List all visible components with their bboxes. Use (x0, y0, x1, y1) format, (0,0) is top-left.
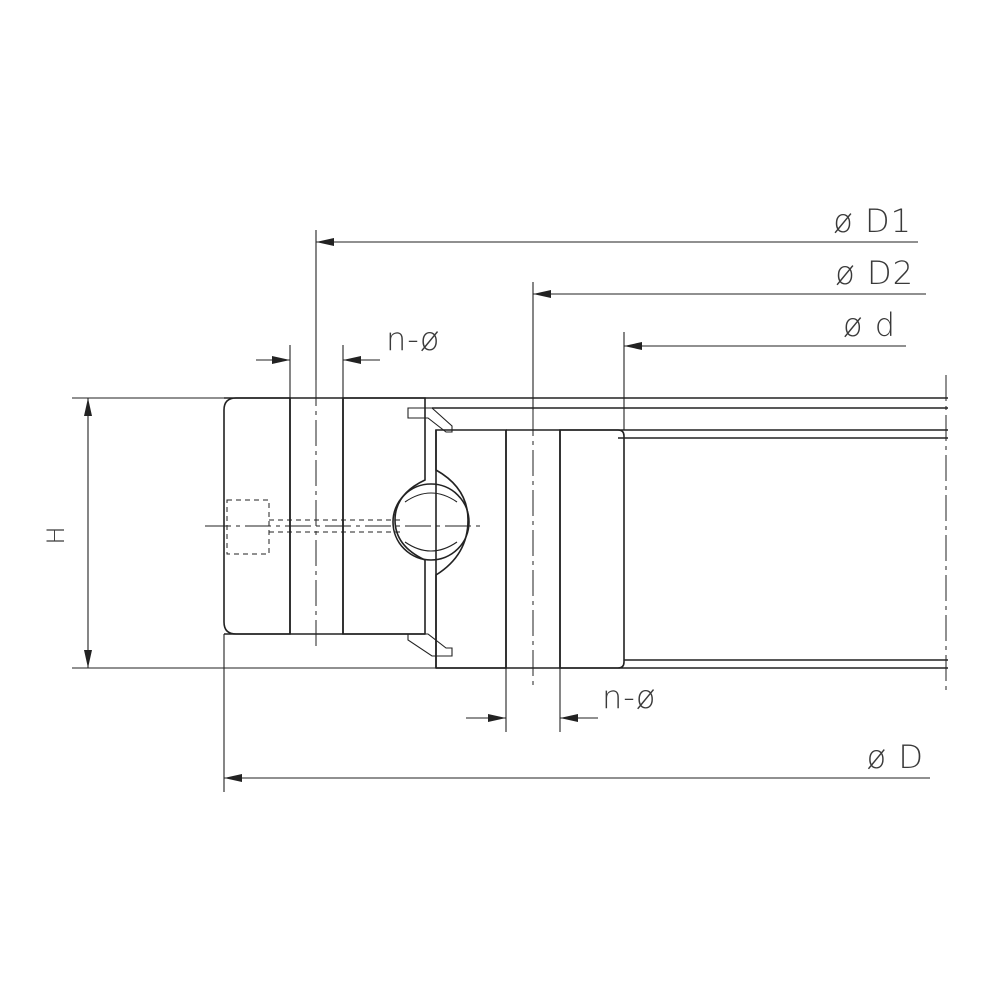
label-n-bottom: n-ø (602, 678, 656, 716)
ring-extension (425, 375, 948, 695)
centerlines (205, 380, 534, 690)
outer-ring-section (223, 397, 426, 635)
dimension-n-top: n-ø (256, 320, 440, 398)
label-d: ø d (843, 306, 896, 344)
dimension-D1: ø D1 (315, 202, 918, 380)
dimension-D2: ø D2 (532, 254, 926, 410)
dimension-d: ø d (623, 306, 906, 430)
label-D: ø D (867, 738, 924, 776)
inner-ring-section (435, 429, 625, 669)
dimension-H: H (42, 397, 436, 669)
ball-icon (392, 483, 470, 561)
dimension-D: ø D (223, 634, 930, 792)
dimension-n-bottom: n-ø (466, 668, 656, 732)
label-D1: ø D1 (833, 202, 912, 240)
label-n-top: n-ø (386, 320, 440, 358)
label-H: H (42, 525, 70, 544)
seal-icon (407, 407, 453, 657)
label-D2: ø D2 (835, 254, 914, 292)
